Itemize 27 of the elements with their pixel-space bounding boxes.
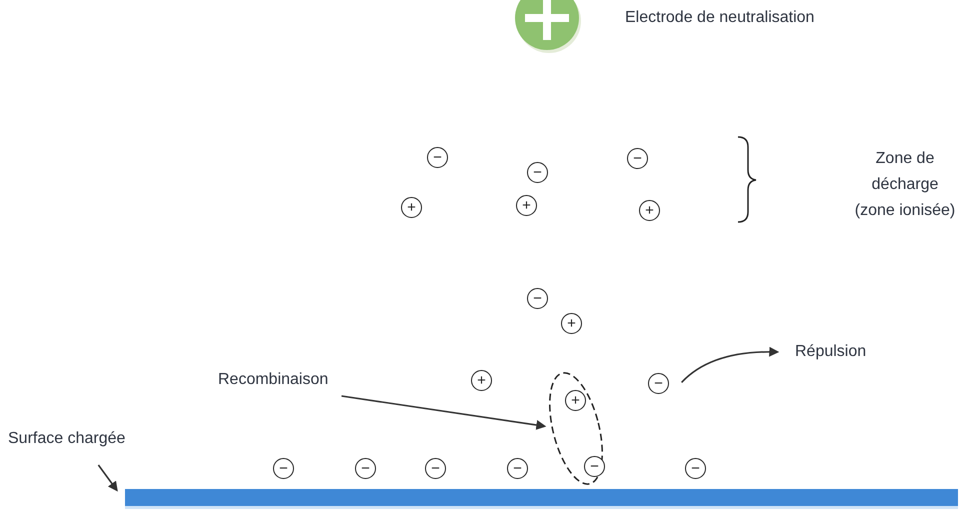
- ion-symbol: −: [527, 288, 548, 309]
- ion-symbol: +: [561, 313, 582, 334]
- zone-label: Zone de décharge (zone ionisée): [854, 149, 956, 221]
- ion-symbol: −: [425, 458, 446, 479]
- ion-symbol: −: [685, 458, 706, 479]
- ion-symbol: −: [427, 147, 448, 168]
- electrode-disc: [515, 0, 579, 50]
- annotation-text: Recombinaison: [218, 370, 328, 390]
- ion-symbol: −: [527, 162, 548, 183]
- ion-symbol: −: [507, 458, 528, 479]
- ion-symbol: +: [565, 390, 586, 411]
- ion-symbol: +: [401, 197, 422, 218]
- ion-symbol: −: [648, 373, 669, 394]
- ion-symbol: −: [355, 458, 376, 479]
- arrow: [98, 464, 118, 492]
- charged-surface-bar: [125, 489, 958, 509]
- annotation-text: Répulsion: [795, 342, 866, 362]
- ion-symbol: −: [627, 148, 648, 169]
- electrode-label: Electrode de neutralisation: [625, 8, 814, 28]
- ion-symbol: +: [639, 200, 660, 221]
- ion-symbol: −: [584, 456, 605, 477]
- arrow: [341, 395, 546, 430]
- ion-symbol: −: [273, 458, 294, 479]
- ion-symbol: +: [516, 195, 537, 216]
- arrow: [681, 346, 780, 384]
- ion-symbol: +: [471, 370, 492, 391]
- annotation-text: Surface chargée: [8, 429, 126, 449]
